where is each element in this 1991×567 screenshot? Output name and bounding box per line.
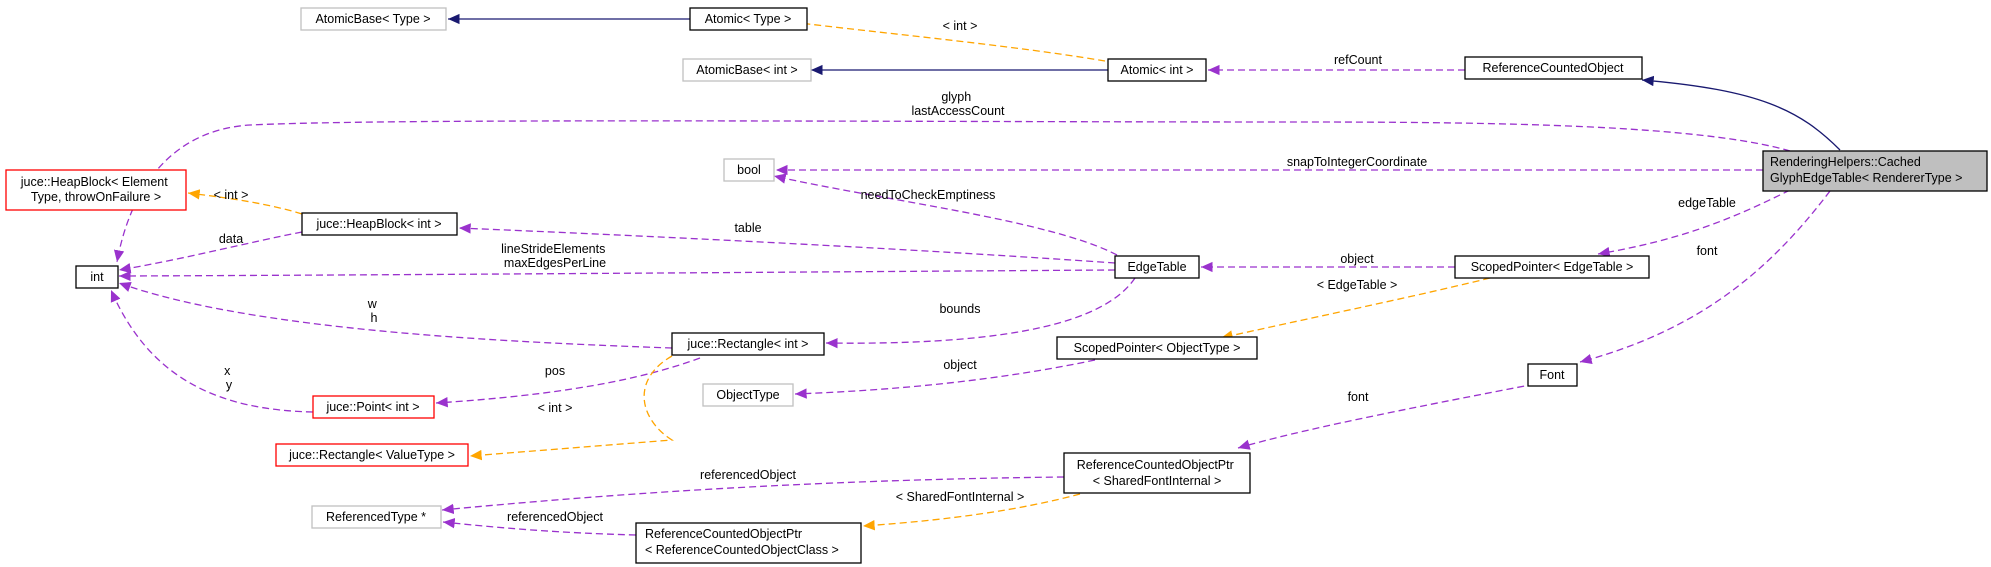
svg-text:juce::HeapBlock< int >: juce::HeapBlock< int > <box>315 217 441 231</box>
edge-point-int-to-int <box>110 289 314 413</box>
node-rectangle-int[interactable]: juce::Rectangle< int > <box>671 332 825 356</box>
svg-text:ObjectType: ObjectType <box>716 388 779 402</box>
edge-label-referenced-object-1: referencedObject <box>700 468 796 482</box>
svg-text:ScopedPointer< ObjectType >: ScopedPointer< ObjectType > <box>1074 341 1241 355</box>
node-scopedpointer-objecttype[interactable]: ScopedPointer< ObjectType > <box>1056 336 1258 360</box>
edge-edgetable-to-rectangle-int <box>825 277 1136 349</box>
edge-main-to-refcounted <box>1641 75 1841 151</box>
edge-label-object-objecttype: object <box>943 358 977 372</box>
svg-text:Atomic< Type >: Atomic< Type > <box>705 12 792 26</box>
edge-rcop-sharedfont-to-rcop-class <box>862 493 1081 531</box>
node-rcop-sharedfont[interactable]: ReferenceCountedObjectPtr < SharedFontIn… <box>1063 452 1251 494</box>
edge-label-pos: pos <box>545 364 565 378</box>
edge-heapblock-int-to-int <box>118 231 303 274</box>
edge-label-line-stride: lineStrideElements maxEdgesPerLine <box>501 242 609 270</box>
edge-label-glyph: glyph lastAccessCount <box>911 90 1005 118</box>
edge-label-snap: snapToIntegerCoordinate <box>1287 155 1427 169</box>
svg-text:ScopedPointer< EdgeTable >: ScopedPointer< EdgeTable > <box>1471 260 1634 274</box>
svg-text:Font: Font <box>1539 368 1565 382</box>
node-main-class[interactable]: RenderingHelpers::Cached GlyphEdgeTable<… <box>1762 150 1988 192</box>
svg-text:juce::Rectangle< int >: juce::Rectangle< int > <box>687 337 809 351</box>
edge-scopedpointer-edgetable-to-scopedpointer-objecttype <box>1220 277 1491 341</box>
svg-text:Atomic< int >: Atomic< int > <box>1121 63 1194 77</box>
node-objecttype[interactable]: ObjectType <box>702 383 794 407</box>
svg-text:AtomicBase< int >: AtomicBase< int > <box>696 63 797 77</box>
edge-rcop-class-to-referencedtype <box>442 518 637 536</box>
edge-label-int-template: < int > <box>943 19 978 33</box>
edge-edgetable-to-bool <box>773 173 1118 256</box>
edge-font-to-rcop-sharedfont <box>1237 383 1536 450</box>
node-int[interactable]: int <box>75 265 119 289</box>
edge-rectangle-int-to-rectangle-valuetype <box>469 355 675 461</box>
edge-label-font-member: font <box>1697 244 1718 258</box>
edge-scopedpointer-objecttype-to-objecttype <box>794 359 1096 399</box>
node-heapblock-int[interactable]: juce::HeapBlock< int > <box>301 212 458 236</box>
node-atomic-type[interactable]: Atomic< Type > <box>689 7 808 31</box>
edge-label-referenced-object-2: referencedObject <box>507 510 603 524</box>
edge-label-font-font: font <box>1348 390 1369 404</box>
edge-label-wh: w h <box>367 297 381 325</box>
node-atomic-int[interactable]: Atomic< int > <box>1107 58 1207 82</box>
svg-text:ReferenceCountedObjectPtr: ReferenceCountedObjectPtr < SharedFontIn… <box>1077 458 1238 488</box>
edge-main-to-scopedpointer-edgetable <box>1597 189 1791 258</box>
node-bool[interactable]: bool <box>723 158 775 182</box>
svg-text:int: int <box>90 270 104 284</box>
edge-edgetable-to-int <box>118 269 1116 282</box>
edge-label-shared-font-template: < SharedFontInternal > <box>896 490 1025 504</box>
edge-rectangle-int-to-point-int <box>435 357 701 408</box>
edge-label-refcount: refCount <box>1334 53 1382 67</box>
diagram-nodes: AtomicBase< Type > Atomic< Type > Atomic… <box>5 7 1988 564</box>
node-atomicbase-type[interactable]: AtomicBase< Type > <box>300 7 447 31</box>
node-scopedpointer-edgetable[interactable]: ScopedPointer< EdgeTable > <box>1454 255 1650 279</box>
edge-label-need-check: needToCheckEmptiness <box>861 188 996 202</box>
node-rectangle-valuetype[interactable]: juce::Rectangle< ValueType > <box>275 443 469 467</box>
node-heapblock-template[interactable]: juce::HeapBlock< Element Type, throwOnFa… <box>5 169 187 211</box>
edge-main-to-font <box>1579 190 1831 365</box>
node-font[interactable]: Font <box>1527 363 1578 387</box>
node-referencedtype[interactable]: ReferencedType * <box>311 505 442 529</box>
svg-text:EdgeTable: EdgeTable <box>1127 260 1186 274</box>
edge-rectangle-int-to-int <box>118 282 673 349</box>
edge-atomic-int-to-atomic-type <box>791 18 1106 62</box>
edge-label-object-edgetable: object <box>1340 252 1374 266</box>
edge-label-table: table <box>734 221 761 235</box>
edge-heapblock-int-to-heapblock-template <box>187 189 303 215</box>
edge-label-edgetable-template: < EdgeTable > <box>1317 278 1398 292</box>
edge-labels: < int > refCount glyph lastAccessCount s… <box>214 19 1736 524</box>
svg-text:ReferenceCountedObject: ReferenceCountedObject <box>1482 61 1624 75</box>
node-refcounted-object[interactable]: ReferenceCountedObject <box>1464 56 1643 80</box>
svg-text:RenderingHelpers::Cached: RenderingHelpers::Cached GlyphEdgeTable<… <box>1770 155 1963 185</box>
svg-text:AtomicBase< Type >: AtomicBase< Type > <box>315 12 430 26</box>
svg-text:juce::Rectangle< ValueType >: juce::Rectangle< ValueType > <box>288 448 455 462</box>
node-atomicbase-int[interactable]: AtomicBase< int > <box>682 58 812 82</box>
svg-text:ReferencedType *: ReferencedType * <box>326 510 426 524</box>
svg-text:juce::HeapBlock< Element: juce::HeapBlock< Element Type, throwOnFa… <box>20 175 171 204</box>
edge-rcop-sharedfont-to-referencedtype <box>441 476 1065 515</box>
edge-label-rect-int-template: < int > <box>538 401 573 415</box>
edge-label-xy: x y <box>224 364 234 392</box>
node-rcop-class[interactable]: ReferenceCountedObjectPtr < ReferenceCou… <box>635 522 862 564</box>
svg-text:juce::Point< int >: juce::Point< int > <box>325 400 419 414</box>
svg-text:bool: bool <box>737 163 761 177</box>
node-edgetable[interactable]: EdgeTable <box>1114 255 1200 279</box>
diagram-edges <box>110 13 1841 536</box>
edge-edgetable-to-heapblock-int <box>458 223 1116 264</box>
svg-text:ReferenceCountedObjectPtr: ReferenceCountedObjectPtr < ReferenceCou… <box>645 527 839 557</box>
edge-label-heapblock-int-template: < int > <box>214 188 249 202</box>
edge-label-bounds: bounds <box>939 302 980 316</box>
edge-main-to-int-glyph <box>113 120 1791 263</box>
edge-label-edgetable: edgeTable <box>1678 196 1736 210</box>
edge-label-data: data <box>219 232 243 246</box>
node-point-int[interactable]: juce::Point< int > <box>312 395 435 419</box>
